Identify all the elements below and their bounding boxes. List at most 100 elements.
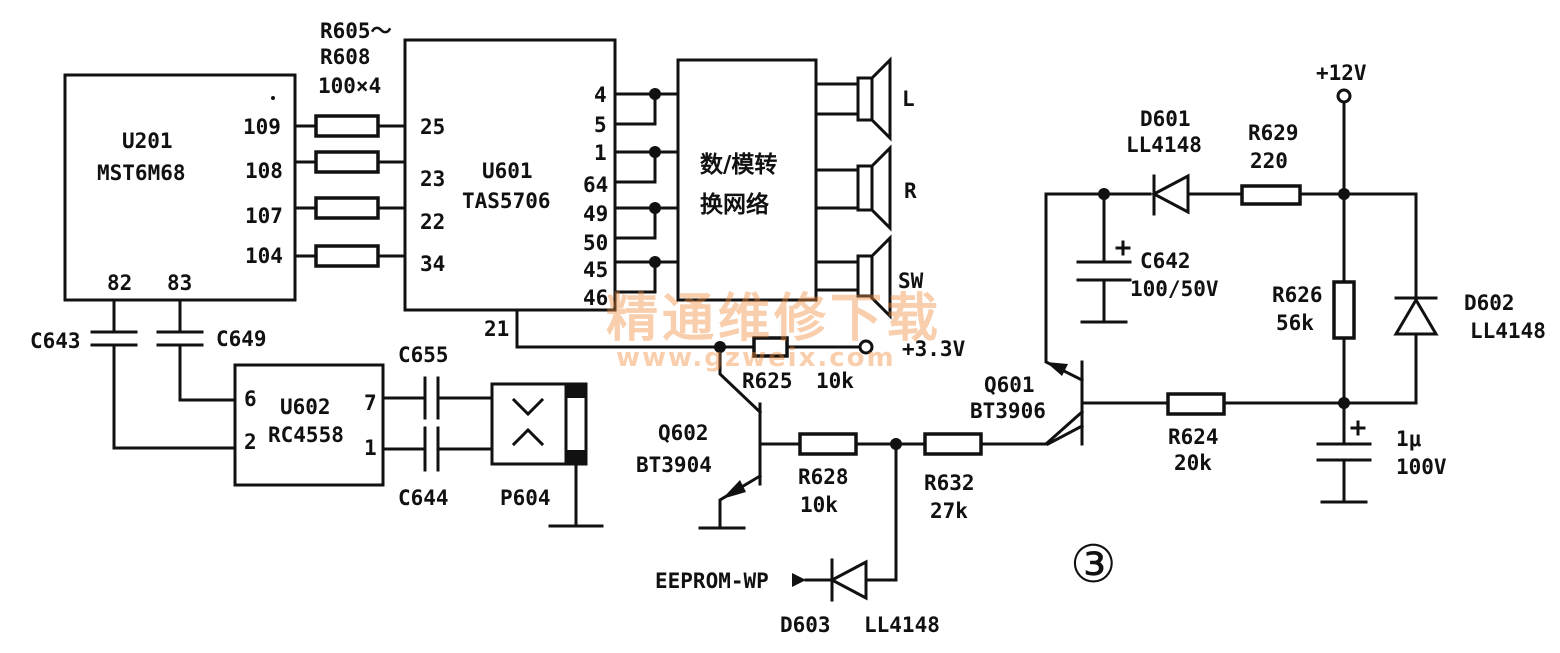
supply-3v3-label: +3.3V xyxy=(902,337,966,361)
u601-pin-4: 4 xyxy=(594,83,607,107)
r625-resistor: R625 10k +3.3V xyxy=(515,308,966,393)
r632-ref: R632 xyxy=(924,471,975,495)
u601-pin-46: 46 xyxy=(583,286,608,310)
r605-ref: R605～ xyxy=(320,19,392,43)
c642-capacitor: C642 100/50V xyxy=(1076,188,1219,324)
d603-part: LL4148 xyxy=(864,613,940,637)
u601-pin-49: 49 xyxy=(583,202,608,226)
r625-ref: R625 xyxy=(742,369,793,393)
q601-part: BT3906 xyxy=(970,399,1046,423)
d601-diode: D601 LL4148 xyxy=(1102,107,1244,216)
c644-label: C644 xyxy=(398,486,449,510)
d603-diode: EEPROM-WP D603 LL4148 xyxy=(655,442,940,637)
d602-part: LL4148 xyxy=(1470,319,1546,343)
u201-pin-83: 83 xyxy=(167,271,192,295)
u601-pin-5: 5 xyxy=(594,113,607,137)
u602-pin-7: 7 xyxy=(364,391,377,415)
u602-pin-1: 1 xyxy=(364,436,377,460)
d601-part: LL4148 xyxy=(1126,133,1202,157)
c-out-capacitor: 1μ 100V xyxy=(1316,401,1447,504)
c655-c644-capacitors: C655 C644 xyxy=(381,343,494,510)
supply-12v-label: +12V xyxy=(1316,61,1367,85)
c643-capacitor: C643 xyxy=(30,298,237,450)
c643-label: C643 xyxy=(30,329,81,353)
speaker-r: R xyxy=(814,144,917,232)
d602-diode: D602 LL4148 xyxy=(1342,291,1546,405)
u602-chip: U602 RC4558 6 2 7 1 xyxy=(233,363,385,487)
d601-ref: D601 xyxy=(1140,107,1191,131)
r629-ref: R629 xyxy=(1248,121,1299,145)
u602-ref: U602 xyxy=(280,395,331,419)
u602-pin-2: 2 xyxy=(244,430,257,454)
u601-pin-45: 45 xyxy=(583,258,608,282)
r632-resistor: R632 27k xyxy=(923,409,1085,523)
q601-ref: Q601 xyxy=(984,373,1035,397)
dac-network-box: 数/模转 换网络 xyxy=(676,58,818,302)
u601-pin-21: 21 xyxy=(484,317,509,341)
u601-pin-1: 1 xyxy=(594,141,607,165)
r632-value: 27k xyxy=(930,499,968,523)
u601-pin-50: 50 xyxy=(583,231,608,255)
u601-pin-25: 25 xyxy=(420,115,445,139)
d603-ref: D603 xyxy=(780,613,831,637)
q602-ref: Q602 xyxy=(658,421,709,445)
resistor-array-value: 100×4 xyxy=(318,74,381,98)
u201-chip: U201 MST6M68 109 108 107 104 82 83 xyxy=(63,73,297,302)
u201-pin-109: 109 xyxy=(243,115,281,139)
u601-pin-23: 23 xyxy=(420,167,445,191)
resistor-array-r605-r608: R605～ R608 100×4 xyxy=(293,19,407,268)
r626-ref: R626 xyxy=(1272,283,1323,307)
u601-pin-34: 34 xyxy=(420,252,445,276)
u201-ref: U201 xyxy=(122,129,173,153)
p604-label: P604 xyxy=(500,486,551,510)
u601-pin-64: 64 xyxy=(583,173,608,197)
r629-value: 220 xyxy=(1250,149,1288,173)
r608-ref: R608 xyxy=(320,45,371,69)
watermark: 精通维修下载 www.gzweix.com xyxy=(606,289,942,373)
c649-label: C649 xyxy=(216,327,267,351)
u601-dac-wiring xyxy=(613,88,680,294)
speaker-label-r: R xyxy=(904,179,917,203)
speaker-sw: SW xyxy=(814,234,924,320)
r626-resistor: R626 56k xyxy=(1272,192,1356,405)
r624-value: 20k xyxy=(1174,451,1212,475)
dac-label-line2: 换网络 xyxy=(700,191,769,218)
u602-pin-6: 6 xyxy=(244,387,257,411)
dac-label-line1: 数/模转 xyxy=(700,151,777,178)
speaker-label-sw: SW xyxy=(898,269,924,293)
r624-ref: R624 xyxy=(1168,425,1219,449)
u201-pin-107: 107 xyxy=(245,204,283,228)
r628-resistor: R628 10k xyxy=(798,432,927,517)
u201-pin-82: 82 xyxy=(107,271,132,295)
u601-part: TAS5706 xyxy=(462,189,551,213)
u601-chip: U601 TAS5706 25 23 22 34 4 5 1 64 49 50 … xyxy=(403,38,617,341)
u201-pin-108: 108 xyxy=(245,159,283,183)
u602-part: RC4558 xyxy=(268,423,344,447)
c642-value: 100/50V xyxy=(1130,277,1219,301)
r624-resistor: R624 20k xyxy=(1166,392,1350,475)
c649-capacitor: C649 xyxy=(156,298,267,402)
u601-ref: U601 xyxy=(482,159,533,183)
r625-value: 10k xyxy=(816,369,854,393)
speaker-l: L xyxy=(814,56,915,142)
u601-pin-22: 22 xyxy=(420,210,445,234)
r629-resistor: R629 220 xyxy=(1240,121,1418,300)
supply-12v: +12V xyxy=(1316,61,1367,196)
p604-connector: P604 xyxy=(490,382,604,528)
r628-value: 10k xyxy=(800,493,838,517)
q601-transistor: Q601 BT3906 xyxy=(970,192,1170,447)
speaker-label-l: L xyxy=(902,87,915,111)
c655-label: C655 xyxy=(398,343,449,367)
q602-transistor: Q602 BT3904 xyxy=(636,345,802,530)
c-out-value-a: 1μ xyxy=(1396,427,1422,451)
q602-part: BT3904 xyxy=(636,453,712,477)
eeprom-wp-label: EEPROM-WP xyxy=(655,569,769,593)
u201-pin-104: 104 xyxy=(245,244,283,268)
watermark-cn: 精通维修下载 xyxy=(606,289,942,349)
d602-ref: D602 xyxy=(1464,291,1515,315)
c642-label: C642 xyxy=(1140,249,1191,273)
r628-ref: R628 xyxy=(798,465,849,489)
c-out-value-b: 100V xyxy=(1396,455,1447,479)
figure-number: ③ xyxy=(1070,535,1117,595)
